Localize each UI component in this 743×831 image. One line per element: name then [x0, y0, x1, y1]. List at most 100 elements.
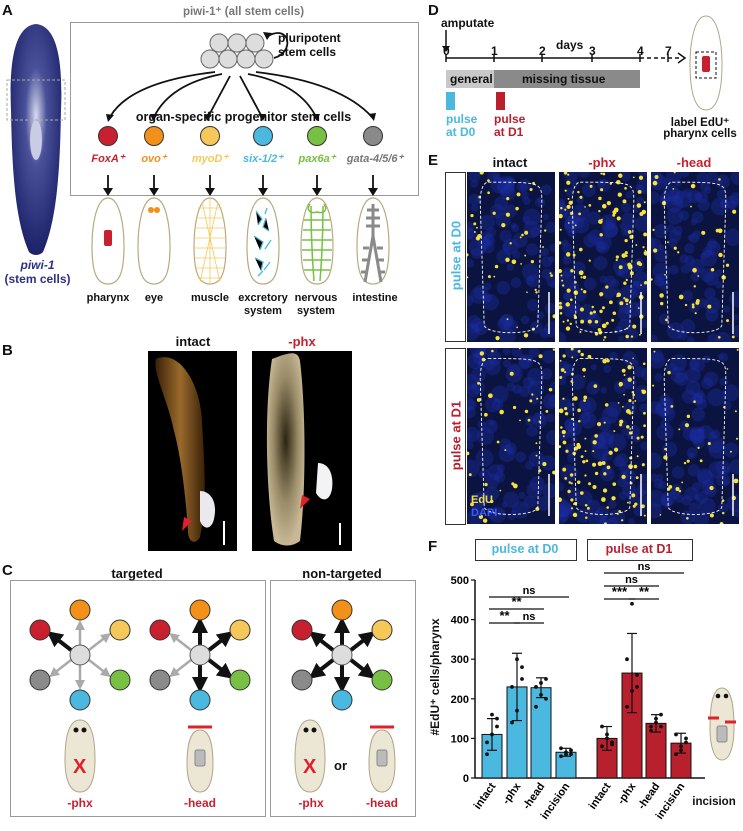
data-point [649, 724, 653, 729]
marker-myod: myoD⁺ [191, 153, 229, 165]
micro-d1-phx [559, 348, 647, 524]
c-head-label-2: -head [365, 796, 398, 810]
targeted-diagrams [29, 599, 396, 793]
group-d1-label: pulse at D1 [605, 542, 673, 556]
micro-d0-intact-render [467, 172, 555, 342]
data-point [490, 732, 494, 737]
micro-d0-phx [559, 172, 647, 342]
tick-7: 7 [665, 44, 672, 58]
pharynx-outline [663, 181, 727, 334]
data-point [510, 685, 514, 689]
data-point [544, 677, 548, 681]
micro-d1-head-render [651, 348, 739, 524]
data-point [654, 716, 658, 721]
data-point [674, 752, 678, 757]
data-point [625, 657, 629, 662]
data-point [635, 685, 639, 689]
pulse-d1-1: pulse [494, 112, 526, 126]
group-d0-label: pulse at D0 [491, 542, 559, 556]
label-edu-2: pharynx cells [663, 128, 737, 140]
marker-pax6a: pax6a⁺ [298, 153, 336, 165]
targeted-title: targeted [111, 566, 163, 581]
data-point [559, 746, 563, 751]
sig-bracket-label: ns [638, 561, 651, 573]
micro-d1-head [651, 348, 739, 524]
ovo-progenitor [144, 126, 164, 146]
row-d0-box [445, 172, 466, 342]
micro-d1-intact [467, 348, 555, 524]
gata-progenitor [363, 126, 383, 146]
panel-a-letter: A [2, 2, 13, 19]
lineage-box [70, 22, 419, 196]
incision-legend-label: incision [692, 796, 736, 808]
pulse-d1-2: at D1 [494, 125, 524, 139]
or-label: or [334, 758, 347, 773]
panel-f-letter: F [428, 538, 438, 555]
nontargeted-title: non-targeted [302, 566, 382, 581]
myod-progenitor [200, 126, 220, 146]
data-point [679, 744, 683, 749]
pharynx-outline [479, 358, 543, 515]
data-point [600, 724, 604, 729]
data-point [674, 732, 678, 737]
sig-bracket-label: ns [523, 611, 536, 623]
tick-3: 3 [589, 44, 596, 58]
data-point [684, 740, 688, 745]
label-edu-1: label EdU⁺ [670, 117, 730, 129]
tick-1: 1 [491, 44, 498, 58]
pharynx-outline [479, 181, 543, 334]
sig-bracket-label: ns [523, 585, 536, 597]
tick-0: 0 [443, 44, 450, 58]
six-progenitor [253, 126, 273, 146]
data-point [485, 752, 489, 757]
micro-d1-phx-render [559, 348, 647, 524]
data-point [520, 677, 524, 681]
targeted-box [10, 580, 266, 817]
data-point [539, 681, 543, 685]
data-point [515, 657, 519, 662]
marker-foxa: FoxA⁺ [91, 153, 125, 165]
panel-e-letter: E [428, 152, 439, 169]
phx-x-mark-2: X [303, 756, 317, 778]
group-d1-box [587, 539, 693, 561]
c-head-label: -head [183, 796, 216, 810]
organ-eye: eye [144, 292, 164, 304]
marker-ovo: ovo⁺ [141, 153, 167, 165]
col-phx: -phx [588, 155, 616, 170]
days-label: days [556, 38, 584, 52]
progenitor-label: organ-specific progenitor stem cells [135, 110, 352, 124]
piwi-all-title: piwi-1⁺ (all stem cells) [182, 6, 305, 18]
piwi-planarian-image [5, 20, 67, 256]
data-point [600, 744, 604, 749]
c-phx-label: -phx [67, 796, 93, 810]
nontargeted-box [270, 580, 416, 817]
phx-x-mark: X [73, 756, 87, 778]
pharynx-outline [571, 181, 635, 334]
x-tick-label: intact [587, 781, 614, 812]
data-point [684, 736, 688, 741]
panel-d-letter: D [428, 2, 439, 19]
missing-tissue-label: missing tissue [522, 72, 606, 86]
data-point [659, 724, 663, 729]
stem-cells-label: (stem cells) [4, 272, 71, 286]
pharynx-outline [571, 358, 635, 515]
y-tick-label: 200 [451, 694, 469, 706]
pulse-d0-2: at D0 [446, 125, 476, 139]
micro-d0-intact [467, 172, 555, 342]
data-point [539, 692, 543, 697]
organ-intestine: intestine [352, 292, 398, 304]
panel-c-letter: C [2, 562, 13, 579]
organ-nervous: nervous system [294, 292, 338, 317]
sig-bracket-label: ** [511, 594, 522, 609]
pax6a-progenitor [307, 126, 327, 146]
micro-d1-intact-render [467, 348, 555, 524]
data-point [559, 754, 563, 759]
data-point [635, 673, 639, 677]
timeline [442, 30, 687, 110]
y-tick-label: 400 [451, 615, 469, 627]
sig-bracket-label: ** [639, 584, 650, 599]
row-d1-label: pulse at D1 [448, 400, 464, 471]
marker-six: six-1/2⁺ [242, 153, 284, 165]
data-point [654, 720, 658, 725]
